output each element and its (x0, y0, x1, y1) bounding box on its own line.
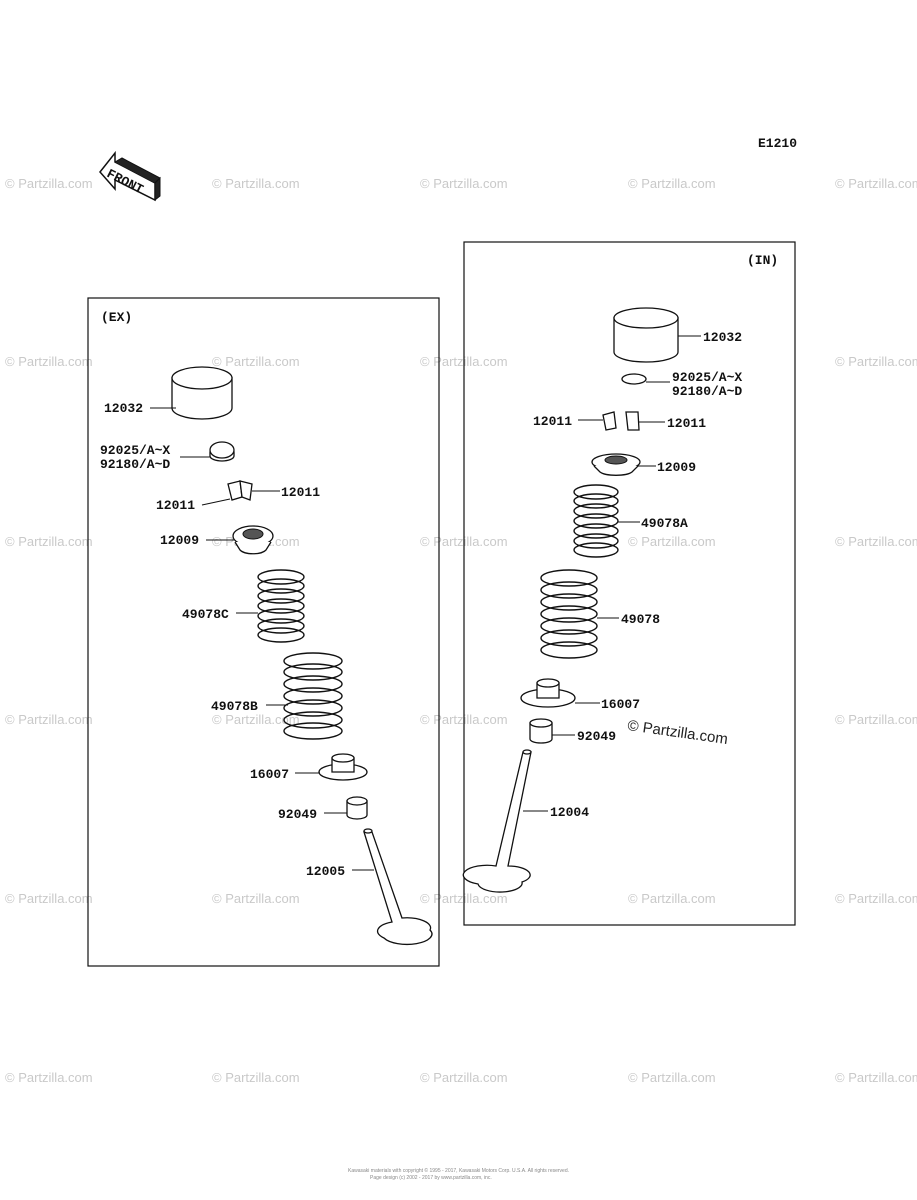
watermark: © Partzilla.com (628, 891, 716, 906)
ex-valve (363, 828, 433, 946)
ex-label-tappet: 12032 (104, 401, 143, 416)
watermark: © Partzilla.com (5, 534, 93, 549)
ex-label-retainer: 12009 (160, 533, 199, 548)
ex-label-shim-b: 92180/A~D (100, 457, 170, 472)
in-panel: (IN) 12032 92025/A~X 92180/A~D 12011 120… (462, 241, 796, 926)
watermark: © Partzilla.com (212, 1070, 300, 1085)
in-label-tappet: 12032 (703, 330, 742, 345)
watermark: © Partzilla.com (628, 1070, 716, 1085)
watermark: © Partzilla.com (212, 354, 300, 369)
watermark: © Partzilla.com (5, 712, 93, 727)
watermark: © Partzilla.com (420, 1070, 508, 1085)
watermark-grid: © Partzilla.com © Partzilla.com © Partzi… (5, 176, 917, 1085)
in-label-shim-a: 92025/A~X (672, 370, 742, 385)
watermark: © Partzilla.com (835, 1070, 917, 1085)
watermark: © Partzilla.com (835, 534, 917, 549)
watermark: © Partzilla.com (835, 354, 917, 369)
in-shim (621, 373, 647, 385)
ex-stem-seal (346, 796, 368, 820)
in-label-spring-outer: 49078 (621, 612, 660, 627)
in-label-stem-seal: 92049 (577, 729, 616, 744)
front-arrow-icon: FRONT (99, 150, 161, 202)
in-retainer (591, 453, 641, 476)
ex-label-stem-seal: 92049 (278, 807, 317, 822)
ex-tappet (171, 366, 233, 420)
watermark: © Partzilla.com (5, 354, 93, 369)
in-label-keeper-right: 12011 (667, 416, 706, 431)
watermark: © Partzilla.com (835, 712, 917, 727)
ex-label-valve: 12005 (306, 864, 345, 879)
in-label-valve: 12004 (550, 805, 589, 820)
ex-spring-seat (318, 753, 368, 781)
watermark: © Partzilla.com (212, 176, 300, 191)
watermark: © Partzilla.com (628, 176, 716, 191)
watermark: © Partzilla.com (628, 534, 716, 549)
ex-panel-frame (87, 297, 440, 967)
watermark: © Partzilla.com (212, 891, 300, 906)
in-label-spring-inner: 49078A (641, 516, 688, 531)
in-panel-title: (IN) (747, 253, 778, 268)
ex-spring-outer (283, 652, 343, 740)
watermark: © Partzilla.com (212, 712, 300, 727)
in-spring-seat (520, 678, 576, 708)
in-stem-seal (529, 718, 553, 744)
in-label-shim-b: 92180/A~D (672, 384, 742, 399)
in-keepers (602, 411, 640, 431)
diagram-code: E1210 (758, 136, 797, 151)
in-spring-outer (540, 569, 598, 659)
in-label-keeper-left: 12011 (533, 414, 572, 429)
in-spring-inner (573, 484, 619, 558)
watermark: © Partzilla.com (420, 176, 508, 191)
ex-label-spring-seat: 16007 (250, 767, 289, 782)
ex-label-spring-outer: 49078B (211, 699, 258, 714)
watermark: © Partzilla.com (5, 1070, 93, 1085)
partzilla-watermark: © Partzilla.com (626, 717, 728, 748)
in-label-retainer: 12009 (657, 460, 696, 475)
ex-shim (209, 441, 235, 462)
ex-spring-inner (257, 569, 305, 643)
ex-label-keeper-left: 12011 (156, 498, 195, 513)
watermark: © Partzilla.com (5, 891, 93, 906)
ex-label-spring-inner: 49078C (182, 607, 229, 622)
ex-panel: (EX) 12032 92025/A~X 92180/A~D 12011 120… (87, 297, 440, 967)
ex-label-shim-a: 92025/A~X (100, 443, 170, 458)
ex-panel-title: (EX) (101, 310, 132, 325)
ex-keepers (227, 480, 253, 501)
watermark: © Partzilla.com (835, 176, 917, 191)
ex-label-keeper-right: 12011 (281, 485, 320, 500)
in-valve (462, 749, 532, 893)
in-panel-frame (463, 241, 796, 926)
ex-retainer (232, 525, 274, 555)
footer-line1: Kawasaki materials with copyright © 1995… (348, 1167, 569, 1174)
watermark: © Partzilla.com (5, 176, 93, 191)
in-label-spring-seat: 16007 (601, 697, 640, 712)
footer-line2: Page design (c) 2002 - 2017 by www.partz… (370, 1175, 492, 1181)
watermark: © Partzilla.com (835, 891, 917, 906)
in-tappet (613, 307, 679, 363)
